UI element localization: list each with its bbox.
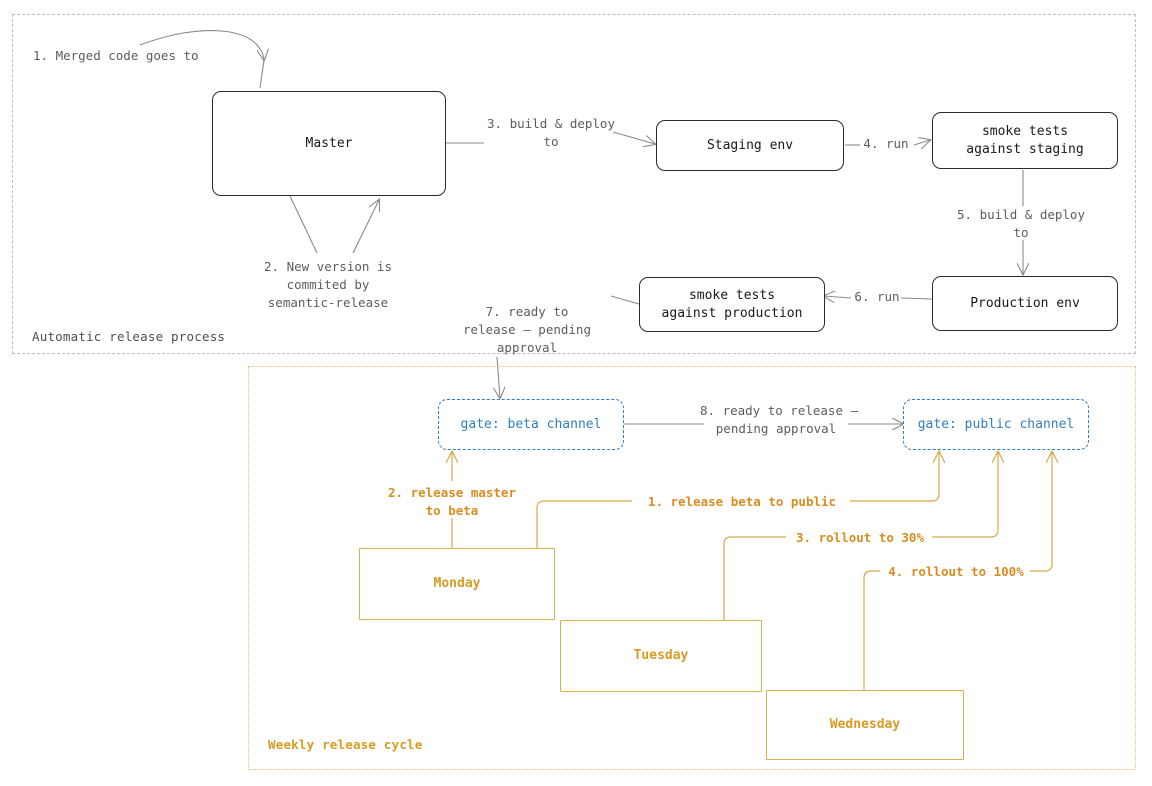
subgraph-title-automatic: Automatic release process	[32, 329, 226, 344]
edge-label-1-merged-code-goes-to: 1. Merged code goes to	[33, 48, 199, 63]
node-smoke-tests-against-production[interactable]: smoke tests against production	[639, 277, 825, 332]
node-gate-beta-channel[interactable]: gate: beta channel	[438, 399, 624, 450]
edge-label-4-run: 4. run	[863, 136, 909, 151]
node-staging-env[interactable]: Staging env	[656, 120, 844, 171]
subgraph-weekly-release-cycle	[248, 366, 1136, 770]
edge-label-w2-release-master-to-beta: 2. release master to beta	[388, 485, 516, 519]
edge-label-3-build-and-deploy-to: 3. build & deploy to	[487, 116, 615, 150]
edge-label-6-run: 6. run	[854, 289, 900, 304]
node-gate-public-channel[interactable]: gate: public channel	[903, 399, 1089, 450]
edge-label-2-new-version-commited: 2. New version is commited by semantic-r…	[264, 259, 392, 311]
edge-label-w1-release-beta-to-public: 1. release beta to public	[647, 494, 837, 509]
subgraph-title-weekly: Weekly release cycle	[268, 737, 423, 752]
node-master[interactable]: Master	[212, 91, 446, 196]
edge-label-w4-rollout-to-100: 4. rollout to 100%	[888, 564, 1024, 579]
edge-label-5-build-and-deploy-to: 5. build & deploy to	[957, 207, 1085, 241]
node-tuesday[interactable]: Tuesday	[560, 620, 762, 692]
node-wednesday[interactable]: Wednesday	[766, 690, 964, 760]
node-smoke-tests-against-staging[interactable]: smoke tests against staging	[932, 112, 1118, 169]
node-monday[interactable]: Monday	[359, 548, 555, 620]
edge-label-7-ready-to-release-pending-approval: 7. ready to release – pending approval	[463, 304, 591, 356]
edge-label-8-ready-to-release-pending-approval: 8. ready to release – pending approval	[700, 403, 859, 437]
edge-label-w3-rollout-to-30: 3. rollout to 30%	[796, 530, 924, 545]
node-production-env[interactable]: Production env	[932, 276, 1118, 331]
subgraph-automatic-release-process	[12, 14, 1136, 354]
